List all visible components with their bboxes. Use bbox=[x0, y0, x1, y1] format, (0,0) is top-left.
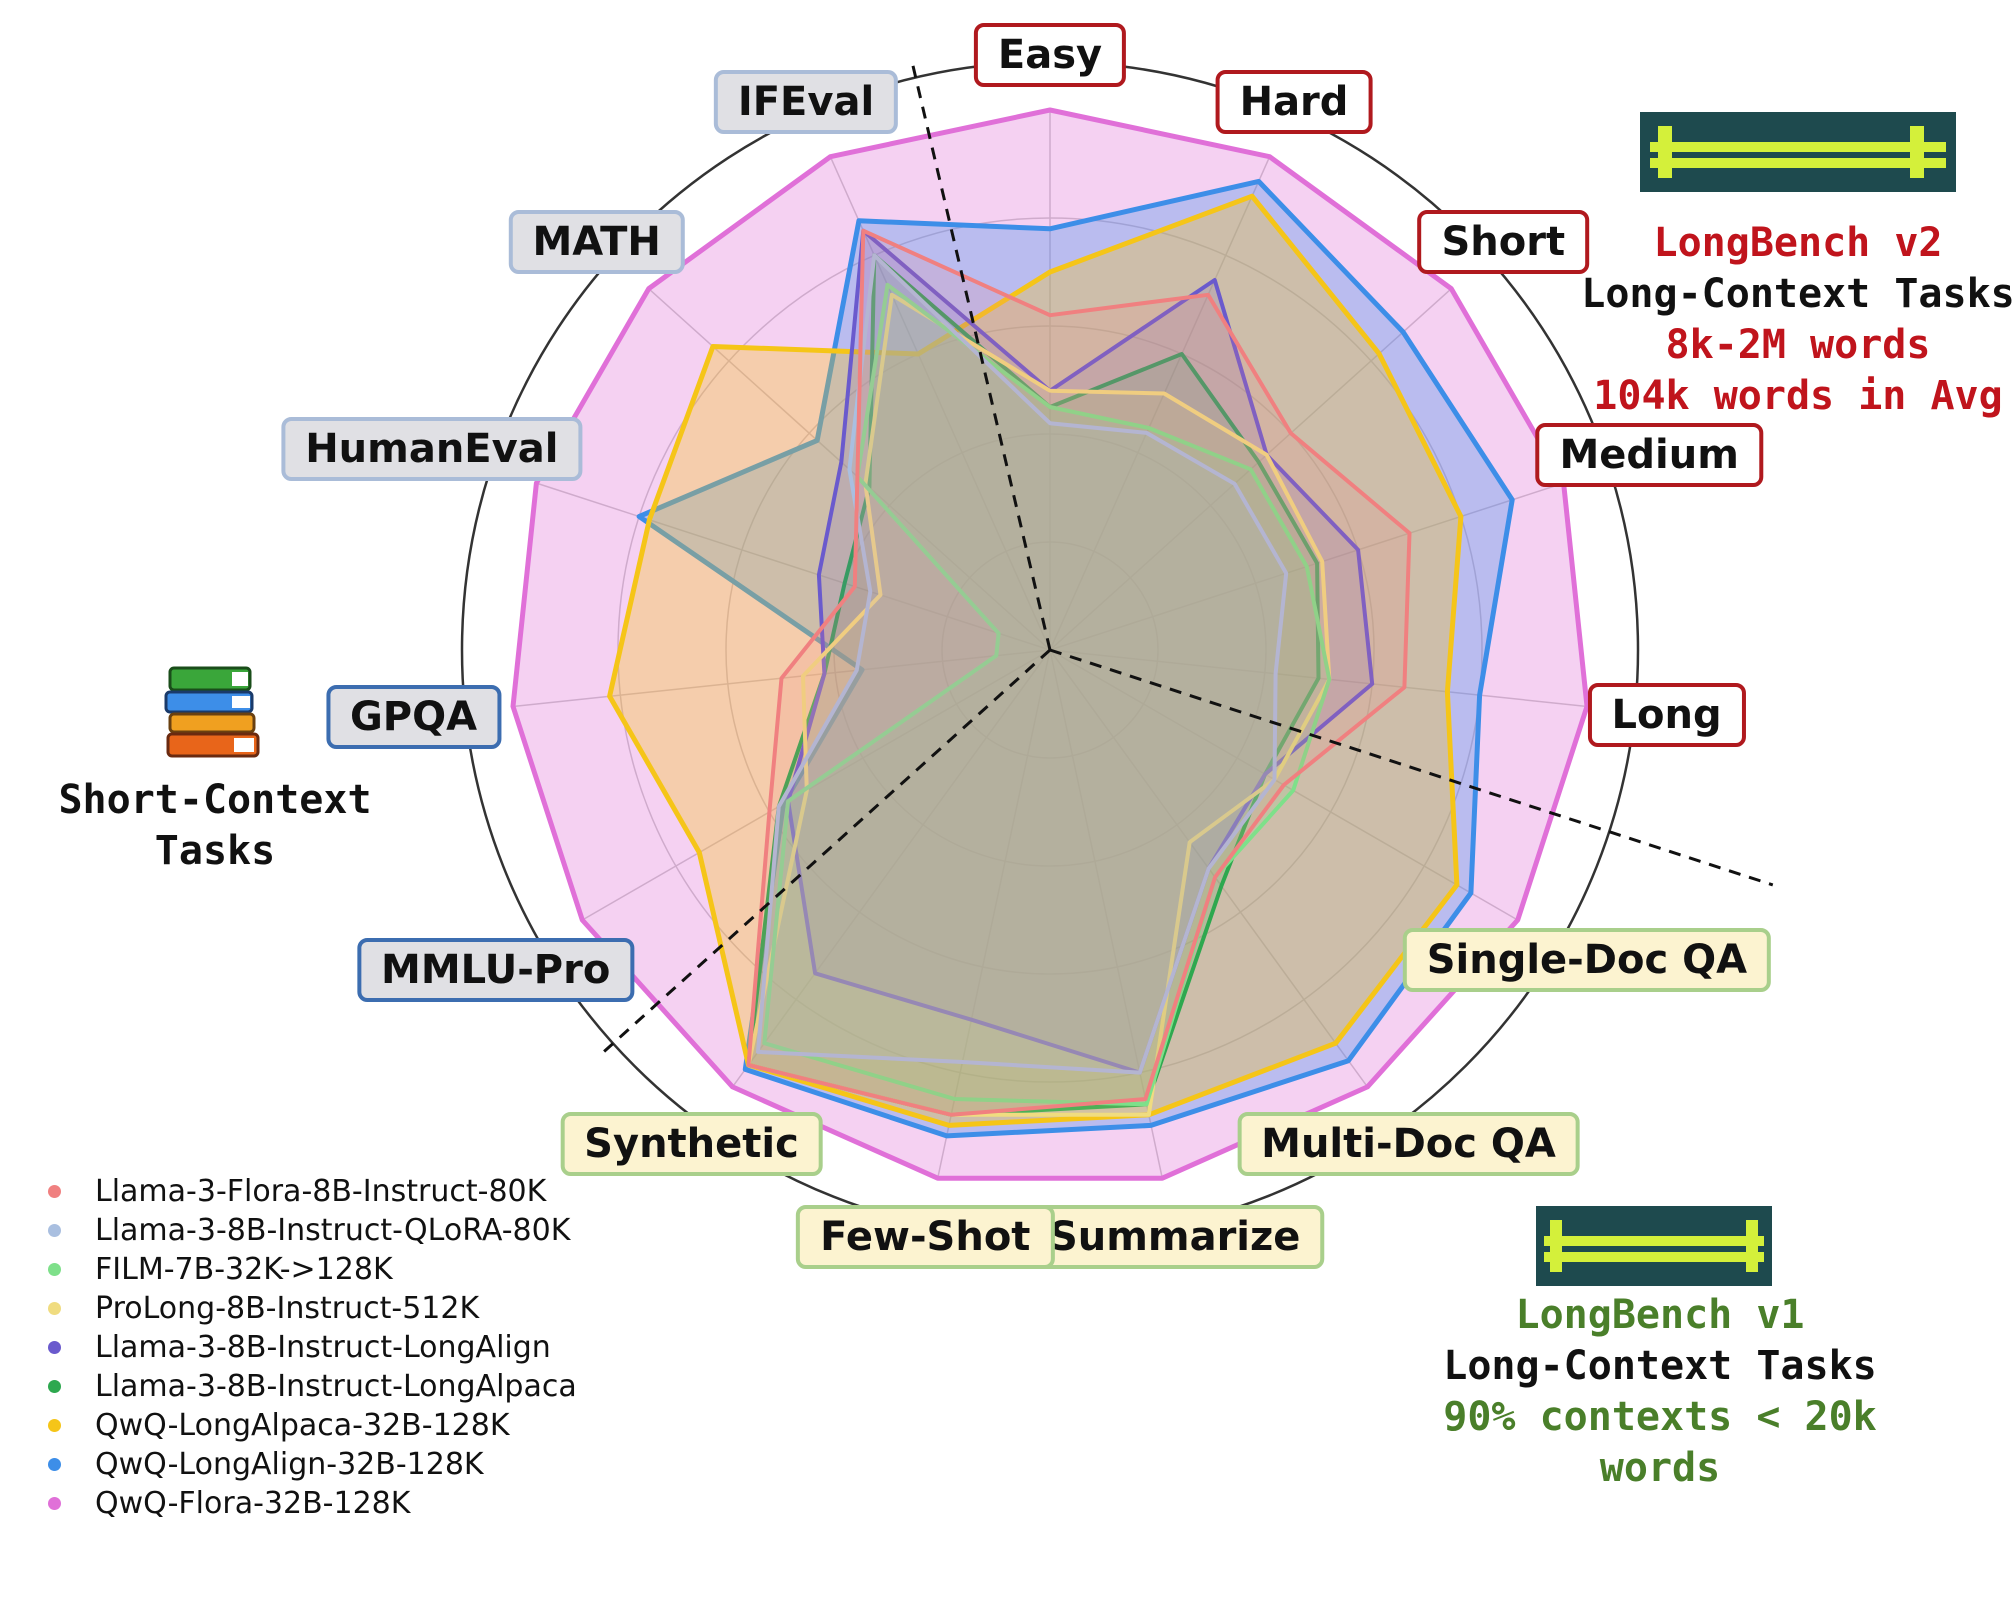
axis-label-mmlu-pro: MMLU-Pro bbox=[357, 938, 635, 1002]
group-divider-2 bbox=[1049, 648, 1774, 887]
axis-label-humaneval: HumanEval bbox=[281, 417, 583, 482]
short-context-annotation: Short-Context Tasks bbox=[40, 775, 390, 877]
longbench-v1-annotation: LongBench v1 Long-Context Tasks 90% cont… bbox=[1380, 1290, 1940, 1494]
legend-dot-icon bbox=[48, 1419, 61, 1432]
longbench-v2-badge-icon bbox=[1640, 112, 1956, 192]
spoke-hard bbox=[1049, 156, 1271, 651]
legend-label: FILM-7B-32K->128K bbox=[95, 1252, 393, 1287]
legend-dot-icon bbox=[48, 1341, 61, 1354]
legend-item: Llama-3-8B-Instruct-LongAlpaca bbox=[48, 1367, 577, 1406]
axis-label-synthetic: Synthetic bbox=[560, 1111, 823, 1176]
longbench-v1-context-note: 90% contexts < 20k words bbox=[1443, 1394, 1877, 1491]
axis-label-single-doc-qa: Single-Doc QA bbox=[1402, 928, 1772, 992]
axis-label-multi-doc-qa: Multi-Doc QA bbox=[1237, 1111, 1580, 1176]
legend-dot-icon bbox=[48, 1224, 61, 1237]
axis-label-easy: Easy bbox=[973, 23, 1127, 87]
group-divider-3 bbox=[603, 648, 1052, 1053]
books-icon bbox=[162, 662, 262, 758]
axis-label-gpqa: GPQA bbox=[325, 684, 502, 749]
spoke-ifeval bbox=[829, 156, 1051, 651]
legend-item: QwQ-LongAlpaca-32B-128K bbox=[48, 1406, 577, 1445]
axis-label-ifeval: IFEval bbox=[713, 69, 899, 134]
longbench-v2-subtitle: Long-Context Tasks bbox=[1581, 271, 2015, 317]
legend: Llama-3-Flora-8B-Instruct-80K Llama-3-8B-… bbox=[48, 1172, 577, 1523]
spoke-summarize bbox=[1049, 649, 1164, 1179]
legend-item: QwQ-Flora-32B-128K bbox=[48, 1484, 577, 1523]
axis-label-few-shot: Few-Shot bbox=[796, 1204, 1055, 1269]
spoke-few-shot bbox=[936, 649, 1051, 1179]
legend-label: QwQ-LongAlpaca-32B-128K bbox=[95, 1408, 510, 1443]
legend-dot-icon bbox=[48, 1380, 61, 1393]
axis-label-long: Long bbox=[1587, 682, 1746, 747]
longbench-v2-title: LongBench v2 bbox=[1653, 220, 1943, 266]
axis-label-math: MATH bbox=[508, 209, 685, 274]
spoke-mmlu-pro bbox=[581, 649, 1051, 921]
longbench-v2-range: 8k-2M words bbox=[1665, 322, 1931, 368]
legend-dot-icon bbox=[48, 1185, 61, 1198]
legend-item: FILM-7B-32K->128K bbox=[48, 1250, 577, 1289]
legend-label: Llama-3-8B-Instruct-QLoRA-80K bbox=[95, 1213, 571, 1248]
group-divider-1 bbox=[911, 65, 1052, 651]
legend-item: ProLong-8B-Instruct-512K bbox=[48, 1289, 577, 1328]
series-polygon-qwq-longalpaca-32b-128k bbox=[607, 193, 1464, 1128]
legend-dot-icon bbox=[48, 1263, 61, 1276]
legend-item: Llama-3-8B-Instruct-QLoRA-80K bbox=[48, 1211, 577, 1250]
series-polygon-film-7b-32k-128k bbox=[762, 282, 1332, 1107]
legend-label: ProLong-8B-Instruct-512K bbox=[95, 1291, 480, 1326]
longbench-v2-average: 104k words in Avg bbox=[1593, 373, 2003, 419]
legend-item: Llama-3-8B-Instruct-LongAlign bbox=[48, 1328, 577, 1367]
legend-label: QwQ-Flora-32B-128K bbox=[95, 1486, 411, 1521]
legend-label: Llama-3-Flora-8B-Instruct-80K bbox=[95, 1174, 547, 1209]
longbench-v1-badge-icon bbox=[1536, 1206, 1772, 1286]
longbench-v1-title: LongBench v1 bbox=[1515, 1292, 1805, 1338]
legend-label: Llama-3-8B-Instruct-LongAlign bbox=[95, 1330, 551, 1365]
legend-label: QwQ-LongAlign-32B-128K bbox=[95, 1447, 484, 1482]
series-polygon-llama-3-8b-instruct-longalign bbox=[786, 228, 1375, 1075]
series-polygon-prolong-8b-instruct-512k bbox=[746, 292, 1332, 1117]
axis-label-short: Short bbox=[1417, 209, 1590, 274]
short-context-line1: Short-Context bbox=[58, 777, 372, 823]
longbench-v2-annotation: LongBench v2 Long-Context Tasks 8k-2M wo… bbox=[1570, 218, 2016, 422]
series-polygon-llama-3-flora-8b-instruct-80k bbox=[746, 228, 1412, 1117]
spoke-synthetic bbox=[731, 649, 1051, 1088]
legend-dot-icon bbox=[48, 1497, 61, 1510]
axis-label-summarize: Summarize bbox=[1024, 1204, 1325, 1269]
legend-dot-icon bbox=[48, 1302, 61, 1315]
spoke-humaneval bbox=[536, 482, 1051, 651]
legend-dot-icon bbox=[48, 1458, 61, 1471]
axis-label-medium: Medium bbox=[1535, 423, 1763, 488]
longbench-v1-subtitle: Long-Context Tasks bbox=[1443, 1343, 1877, 1389]
short-context-line2: Tasks bbox=[154, 828, 276, 874]
legend-label: Llama-3-8B-Instruct-LongAlpaca bbox=[95, 1369, 577, 1404]
axis-label-hard: Hard bbox=[1215, 69, 1373, 134]
group-dividers bbox=[603, 65, 1774, 1053]
legend-item: QwQ-LongAlign-32B-128K bbox=[48, 1445, 577, 1484]
legend-item: Llama-3-Flora-8B-Instruct-80K bbox=[48, 1172, 577, 1211]
series-polygon-llama-3-8b-instruct-qlora-80k bbox=[756, 253, 1289, 1075]
